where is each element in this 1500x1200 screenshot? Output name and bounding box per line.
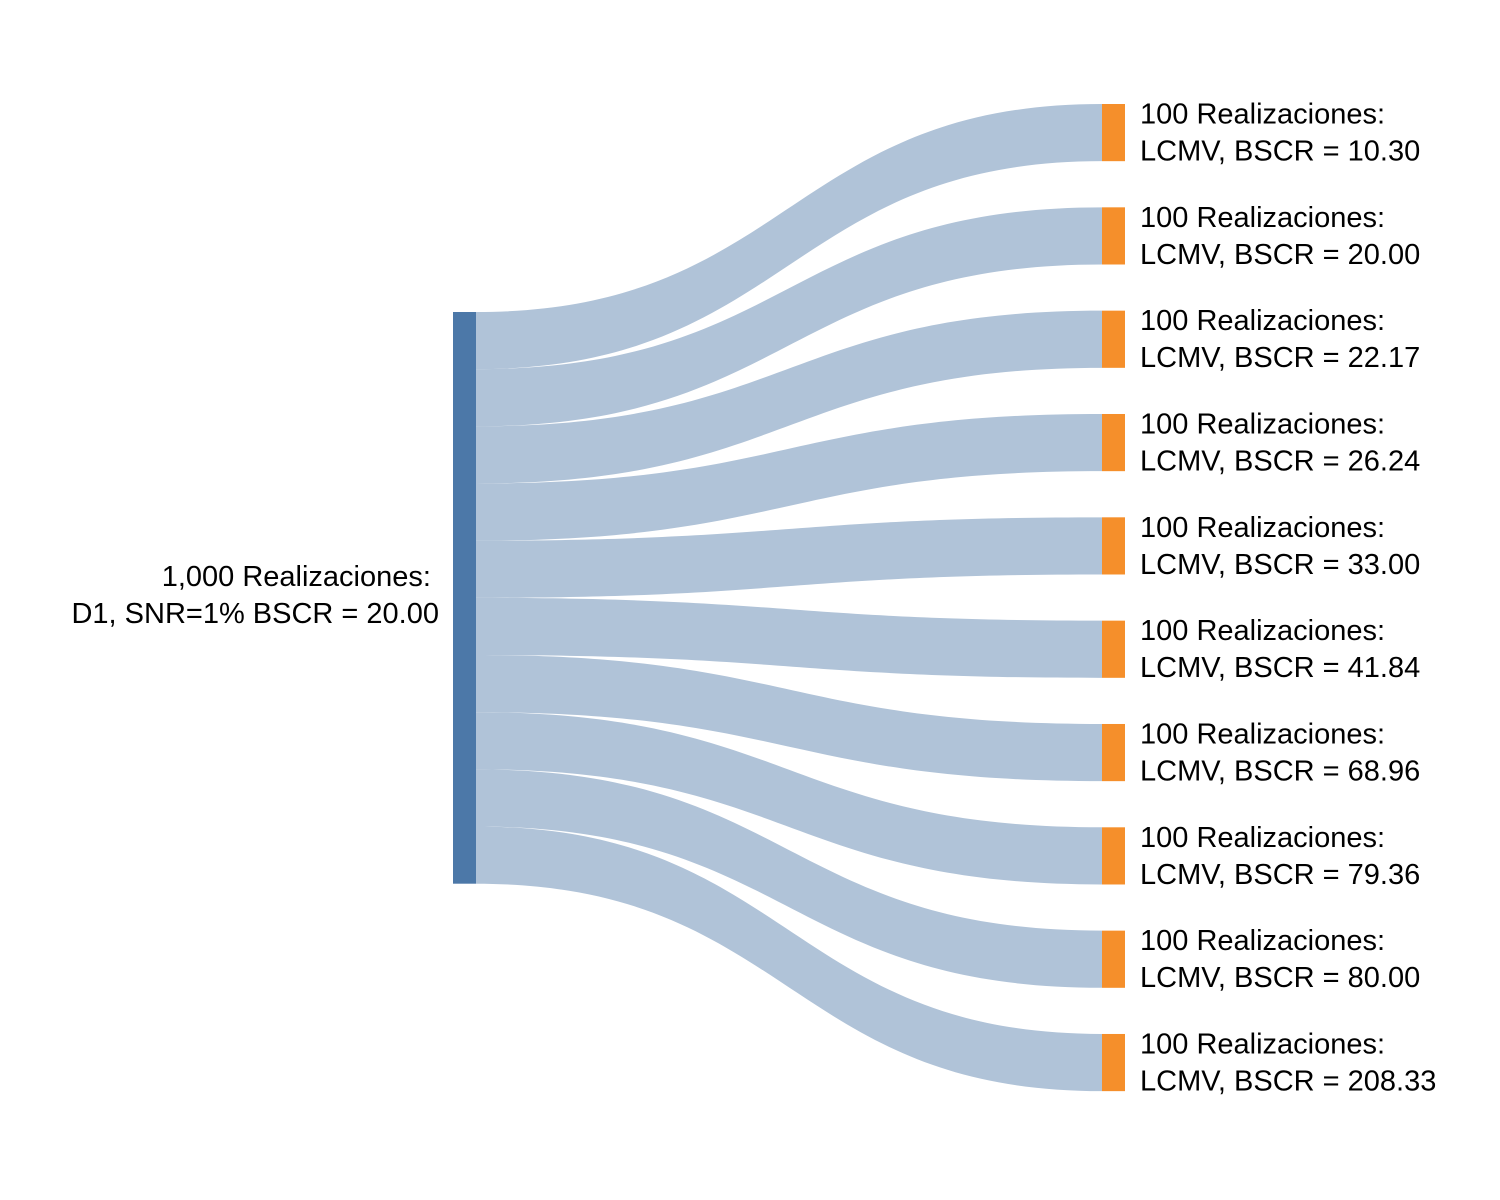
target-label-line2: LCMV, BSCR = 79.36 (1140, 859, 1420, 891)
target-node-label-10: 100 Realizaciones: LCMV, BSCR = 208.33 (1140, 1029, 1436, 1098)
target-node-label-4: 100 Realizaciones: LCMV, BSCR = 26.24 (1140, 409, 1420, 478)
target-node-9 (1102, 930, 1125, 988)
source-label-line2: D1, SNR=1% BSCR = 20.00 (71, 598, 439, 630)
link-10 (476, 826, 1102, 1092)
link-9 (476, 769, 1102, 988)
target-node-10 (1102, 1033, 1125, 1092)
target-node-label-3: 100 Realizaciones: LCMV, BSCR = 22.17 (1140, 305, 1420, 374)
source-node-label: 1,000 Realizaciones: D1, SNR=1% BSCR = 2… (71, 561, 439, 630)
target-label-line1: 100 Realizaciones: (1140, 202, 1385, 234)
target-label-line1: 100 Realizaciones: (1140, 305, 1385, 337)
target-label-line1: 100 Realizaciones: (1140, 615, 1385, 647)
target-nodes: 100 Realizaciones:LCMV, BSCR = 10.30100 … (1102, 99, 1436, 1098)
target-node-4 (1102, 413, 1125, 472)
source-node (453, 312, 476, 884)
link-2 (476, 207, 1102, 427)
target-node-label-1: 100 Realizaciones: LCMV, BSCR = 10.30 (1140, 99, 1420, 168)
target-label-line2: LCMV, BSCR = 10.30 (1140, 136, 1420, 168)
sankey-links (476, 104, 1102, 1092)
target-node-2 (1102, 207, 1125, 265)
target-label-line1: 100 Realizaciones: (1140, 409, 1385, 441)
link-4 (476, 413, 1102, 541)
target-node-5 (1102, 517, 1125, 575)
target-label-line1: 100 Realizaciones: (1140, 822, 1385, 854)
target-node-label-7: 100 Realizaciones: LCMV, BSCR = 68.96 (1140, 719, 1420, 788)
target-label-line2: LCMV, BSCR = 33.00 (1140, 549, 1420, 581)
target-label-line1: 100 Realizaciones: (1140, 719, 1385, 751)
link-6 (476, 597, 1102, 678)
target-label-line1: 100 Realizaciones: (1140, 512, 1385, 544)
target-label-line2: LCMV, BSCR = 208.33 (1140, 1066, 1436, 1098)
target-node-7 (1102, 723, 1125, 782)
target-node-8 (1102, 827, 1125, 885)
target-node-1 (1102, 104, 1125, 162)
link-1 (476, 104, 1102, 370)
link-8 (476, 712, 1102, 885)
target-label-line2: LCMV, BSCR = 26.24 (1140, 446, 1420, 478)
target-label-line2: LCMV, BSCR = 20.00 (1140, 239, 1420, 271)
target-label-line1: 100 Realizaciones: (1140, 99, 1385, 131)
target-label-line2: LCMV, BSCR = 41.84 (1140, 652, 1420, 684)
target-label-line2: LCMV, BSCR = 68.96 (1140, 756, 1420, 788)
target-label-line2: LCMV, BSCR = 80.00 (1140, 962, 1420, 994)
link-7 (476, 655, 1102, 782)
link-3 (476, 310, 1102, 484)
target-label-line2: LCMV, BSCR = 22.17 (1140, 342, 1420, 374)
target-node-6 (1102, 620, 1125, 678)
target-label-line1: 100 Realizaciones: (1140, 1029, 1385, 1061)
target-node-label-5: 100 Realizaciones: LCMV, BSCR = 33.00 (1140, 512, 1420, 581)
target-node-label-9: 100 Realizaciones: LCMV, BSCR = 80.00 (1140, 925, 1420, 994)
source-label-line1: 1,000 Realizaciones: (162, 561, 431, 593)
target-label-line1: 100 Realizaciones: (1140, 925, 1385, 957)
link-5 (476, 517, 1102, 598)
target-node-3 (1102, 310, 1125, 368)
target-node-label-8: 100 Realizaciones: LCMV, BSCR = 79.36 (1140, 822, 1420, 891)
target-node-label-6: 100 Realizaciones: LCMV, BSCR = 41.84 (1140, 615, 1420, 684)
target-node-label-2: 100 Realizaciones: LCMV, BSCR = 20.00 (1140, 202, 1420, 271)
